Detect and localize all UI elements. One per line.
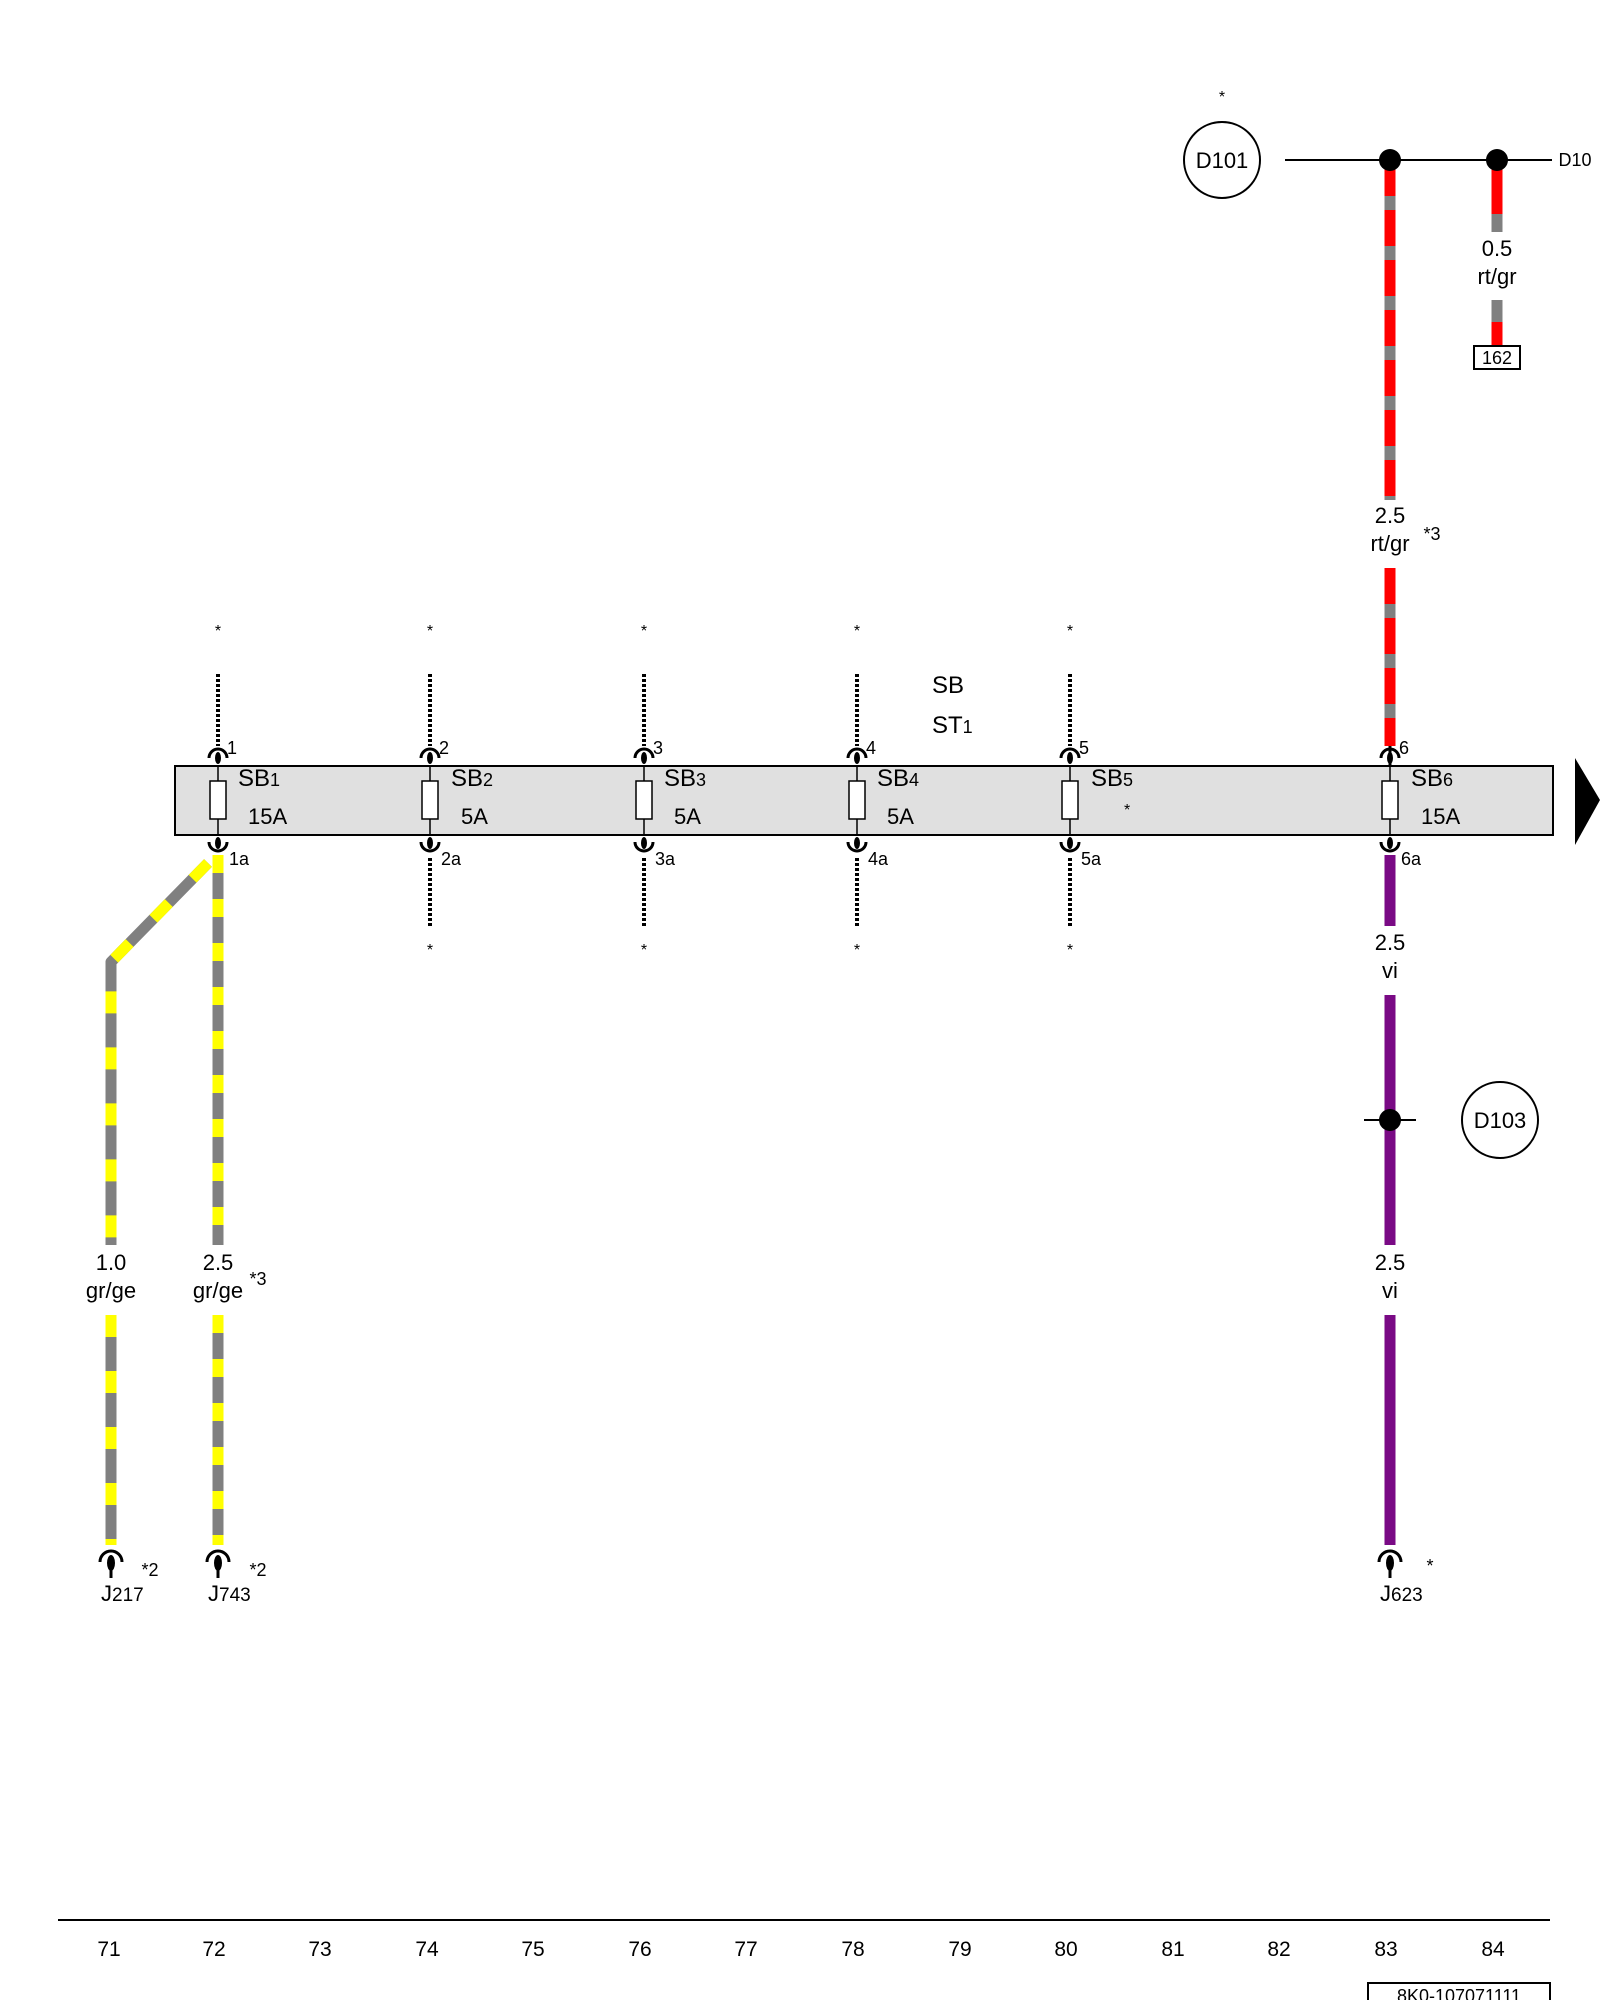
fuse-5-name: SB5	[1091, 765, 1133, 792]
connector-j623-note: *	[1426, 1556, 1433, 1576]
connector-j217-note: *2	[141, 1560, 158, 1580]
fuse-2-top-note: *	[427, 623, 433, 640]
fuse-leads	[216, 674, 1072, 926]
fuse-block-label: SB	[932, 672, 964, 699]
fuse-1-top-note: *	[215, 623, 221, 640]
pin-1: 1	[227, 738, 237, 758]
column-84: 84	[1481, 1938, 1505, 1961]
document-number-label: 8K0-107071111	[1397, 1986, 1521, 2000]
pin-4: 4	[866, 738, 876, 758]
fuse-5-top-note: *	[1067, 623, 1073, 640]
fuse-block-sublabel: ST1	[932, 712, 973, 739]
wire-sb6-top-color: rt/gr	[1370, 531, 1409, 556]
fuse-3-top-note: *	[641, 623, 647, 640]
fuse-4-top-note: *	[854, 623, 860, 640]
wire-sb6-bottom-color: vi	[1382, 958, 1398, 983]
pin-1a: 1a	[229, 849, 250, 869]
fuse-1-rating: 15A	[248, 804, 287, 829]
wire-sb6-bottom-size: 2.5	[1375, 930, 1406, 955]
column-82: 82	[1267, 1938, 1290, 1961]
fuse-6-rating: 15A	[1421, 804, 1460, 829]
splice-dot-84	[1486, 149, 1508, 171]
fuse-2-bottom-note: *	[427, 942, 433, 959]
wire-j217-size: 1.0	[96, 1250, 127, 1275]
fuse-4-name: SB4	[877, 765, 919, 792]
column-79: 79	[948, 1938, 971, 1961]
pin-2a: 2a	[441, 849, 462, 869]
d10-label: D10	[1558, 150, 1591, 170]
reference-box-162: 162	[1473, 345, 1521, 370]
column-76: 76	[628, 1938, 651, 1961]
column-78: 78	[841, 1938, 864, 1961]
d103-label: D103	[1474, 1108, 1527, 1133]
fuse-5-extra-note: *	[1124, 802, 1130, 819]
pin-5: 5	[1079, 738, 1089, 758]
column-74: 74	[415, 1938, 439, 1961]
column-83: 83	[1374, 1938, 1397, 1961]
fuse-4-rating: 5A	[887, 804, 914, 829]
connector-pins	[98, 1549, 1403, 1578]
wire-sb6-top-note: *3	[1423, 524, 1440, 544]
d101-note: *	[1219, 89, 1225, 106]
fuse-3-bottom-note: *	[641, 942, 647, 959]
continuation-arrow	[1575, 758, 1600, 845]
wire-sb6-top-size: 2.5	[1375, 503, 1406, 528]
fuse-sb4	[848, 766, 866, 835]
pin-4a: 4a	[868, 849, 889, 869]
reference-box-162-label: 162	[1482, 348, 1512, 368]
connector-j743-note: *2	[249, 1560, 266, 1580]
fuse-sb6	[1381, 766, 1399, 835]
connector-j217-label: J217	[101, 1581, 144, 1606]
column-81: 81	[1161, 1938, 1184, 1961]
wire-j623-size: 2.5	[1375, 1250, 1406, 1275]
fuse-3-rating: 5A	[674, 804, 701, 829]
fuse-6-name: SB6	[1411, 765, 1453, 792]
pin-6a: 6a	[1401, 849, 1422, 869]
fuse-5-bottom-note: *	[1067, 942, 1073, 959]
wire-j743-color: gr/ge	[193, 1278, 243, 1303]
fuse-2-name: SB2	[451, 765, 493, 792]
column-75: 75	[521, 1938, 544, 1961]
splice-dot-d103	[1379, 1109, 1401, 1131]
fuse-sb5	[1061, 766, 1079, 835]
column-71: 71	[97, 1938, 120, 1961]
splice-dot-83	[1379, 149, 1401, 171]
pin-dots	[215, 752, 1393, 849]
d101-label: D101	[1196, 148, 1249, 173]
pin-3a: 3a	[655, 849, 676, 869]
column-73: 73	[308, 1938, 331, 1961]
wire-162-size: 0.5	[1482, 236, 1513, 261]
fuse-sb3	[635, 766, 653, 835]
connector-j743-label: J743	[208, 1581, 251, 1606]
ground-point-d103: D103	[1461, 1081, 1539, 1159]
wire-j217-color: gr/ge	[86, 1278, 136, 1303]
column-77: 77	[734, 1938, 757, 1961]
fuse-4-bottom-note: *	[854, 942, 860, 959]
pin-5a: 5a	[1081, 849, 1102, 869]
pin-sockets	[207, 747, 1401, 853]
fuse-sb2	[421, 766, 439, 835]
document-number: 8K0-107071111	[1367, 1982, 1551, 2000]
column-72: 72	[202, 1938, 225, 1961]
fuse-1-name: SB1	[238, 765, 280, 792]
ground-point-d101: D101	[1183, 121, 1261, 199]
wire-j623-color: vi	[1382, 1278, 1398, 1303]
column-80: 80	[1054, 1938, 1077, 1961]
pin-6: 6	[1399, 738, 1409, 758]
fuse-sb1	[209, 766, 227, 835]
fuse-2-rating: 5A	[461, 804, 488, 829]
fuse-3-name: SB3	[664, 765, 706, 792]
pin-2: 2	[439, 738, 449, 758]
column-numbers: 71 72 73 74 75 76 77 78 79 80 81 82 83 8…	[97, 1938, 1505, 1961]
wire-j217	[105, 859, 212, 1545]
wire-j743-size: 2.5	[203, 1250, 234, 1275]
wire-j743-note: *3	[249, 1269, 266, 1289]
pin-3: 3	[653, 738, 663, 758]
connector-j623-label: J623	[1380, 1581, 1423, 1606]
wire-162-color: rt/gr	[1477, 264, 1516, 289]
